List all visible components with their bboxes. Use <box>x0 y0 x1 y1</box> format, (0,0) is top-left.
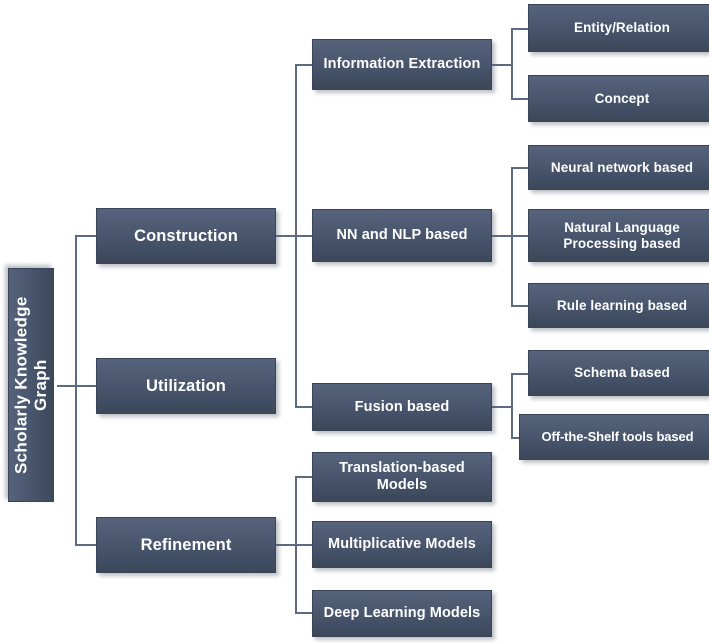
node-rule-learning-based[interactable]: Rule learning based <box>528 283 709 328</box>
connector-to-utilization <box>75 385 97 387</box>
node-translation-based-models[interactable]: Translation-based Models <box>312 452 492 502</box>
connector-to-multiplicative-models <box>295 544 313 546</box>
node-concept[interactable]: Concept <box>528 75 709 122</box>
connector-to-neural-network-based <box>511 167 529 169</box>
connector-to-deep-learning-models <box>295 612 313 614</box>
connector-refinement-stub <box>275 544 297 546</box>
node-schema-based[interactable]: Schema based <box>528 350 709 396</box>
connector-level1-spine <box>75 235 77 546</box>
node-refinement[interactable]: Refinement <box>96 517 276 573</box>
node-multiplicative-models[interactable]: Multiplicative Models <box>312 521 492 568</box>
connector-to-construction <box>75 235 97 237</box>
connector-to-schema-based <box>511 373 529 375</box>
connector-fusion-stub <box>491 406 513 408</box>
node-neural-network-based[interactable]: Neural network based <box>528 145 709 190</box>
connector-information-extraction-stub <box>491 64 513 66</box>
node-root-scholarly-knowledge-graph[interactable]: Scholarly Knowledge Graph <box>8 268 54 502</box>
connector-to-nn-and-nlp-based <box>295 235 313 237</box>
connector-to-concept <box>511 98 529 100</box>
node-deep-learning-models[interactable]: Deep Learning Models <box>312 590 492 637</box>
node-fusion-based[interactable]: Fusion based <box>312 383 492 431</box>
connector-nn-and-nlp-stub <box>491 235 513 237</box>
connector-to-entity-relation <box>511 28 529 30</box>
connector-information-extraction-spine <box>511 28 513 99</box>
connector-construction-stub <box>275 235 297 237</box>
node-entity-relation[interactable]: Entity/Relation <box>528 4 709 52</box>
node-information-extraction[interactable]: Information Extraction <box>312 39 492 90</box>
node-utilization[interactable]: Utilization <box>96 358 276 414</box>
connector-to-information-extraction <box>295 64 313 66</box>
connector-fusion-spine <box>511 373 513 439</box>
connector-to-fusion-based <box>295 406 313 408</box>
node-nn-and-nlp-based[interactable]: NN and NLP based <box>312 209 492 262</box>
connector-to-rule-learning-based <box>511 305 529 307</box>
connector-to-refinement <box>75 544 97 546</box>
node-off-the-shelf-tools-based[interactable]: Off-the-Shelf tools based <box>519 414 709 460</box>
node-construction[interactable]: Construction <box>96 208 276 264</box>
connector-root-stub <box>57 385 77 387</box>
connector-to-translation-based-models <box>295 476 313 478</box>
node-natural-language-processing-based[interactable]: Natural Language Processing based <box>528 209 709 262</box>
connector-to-natural-language-processing-based <box>511 235 529 237</box>
